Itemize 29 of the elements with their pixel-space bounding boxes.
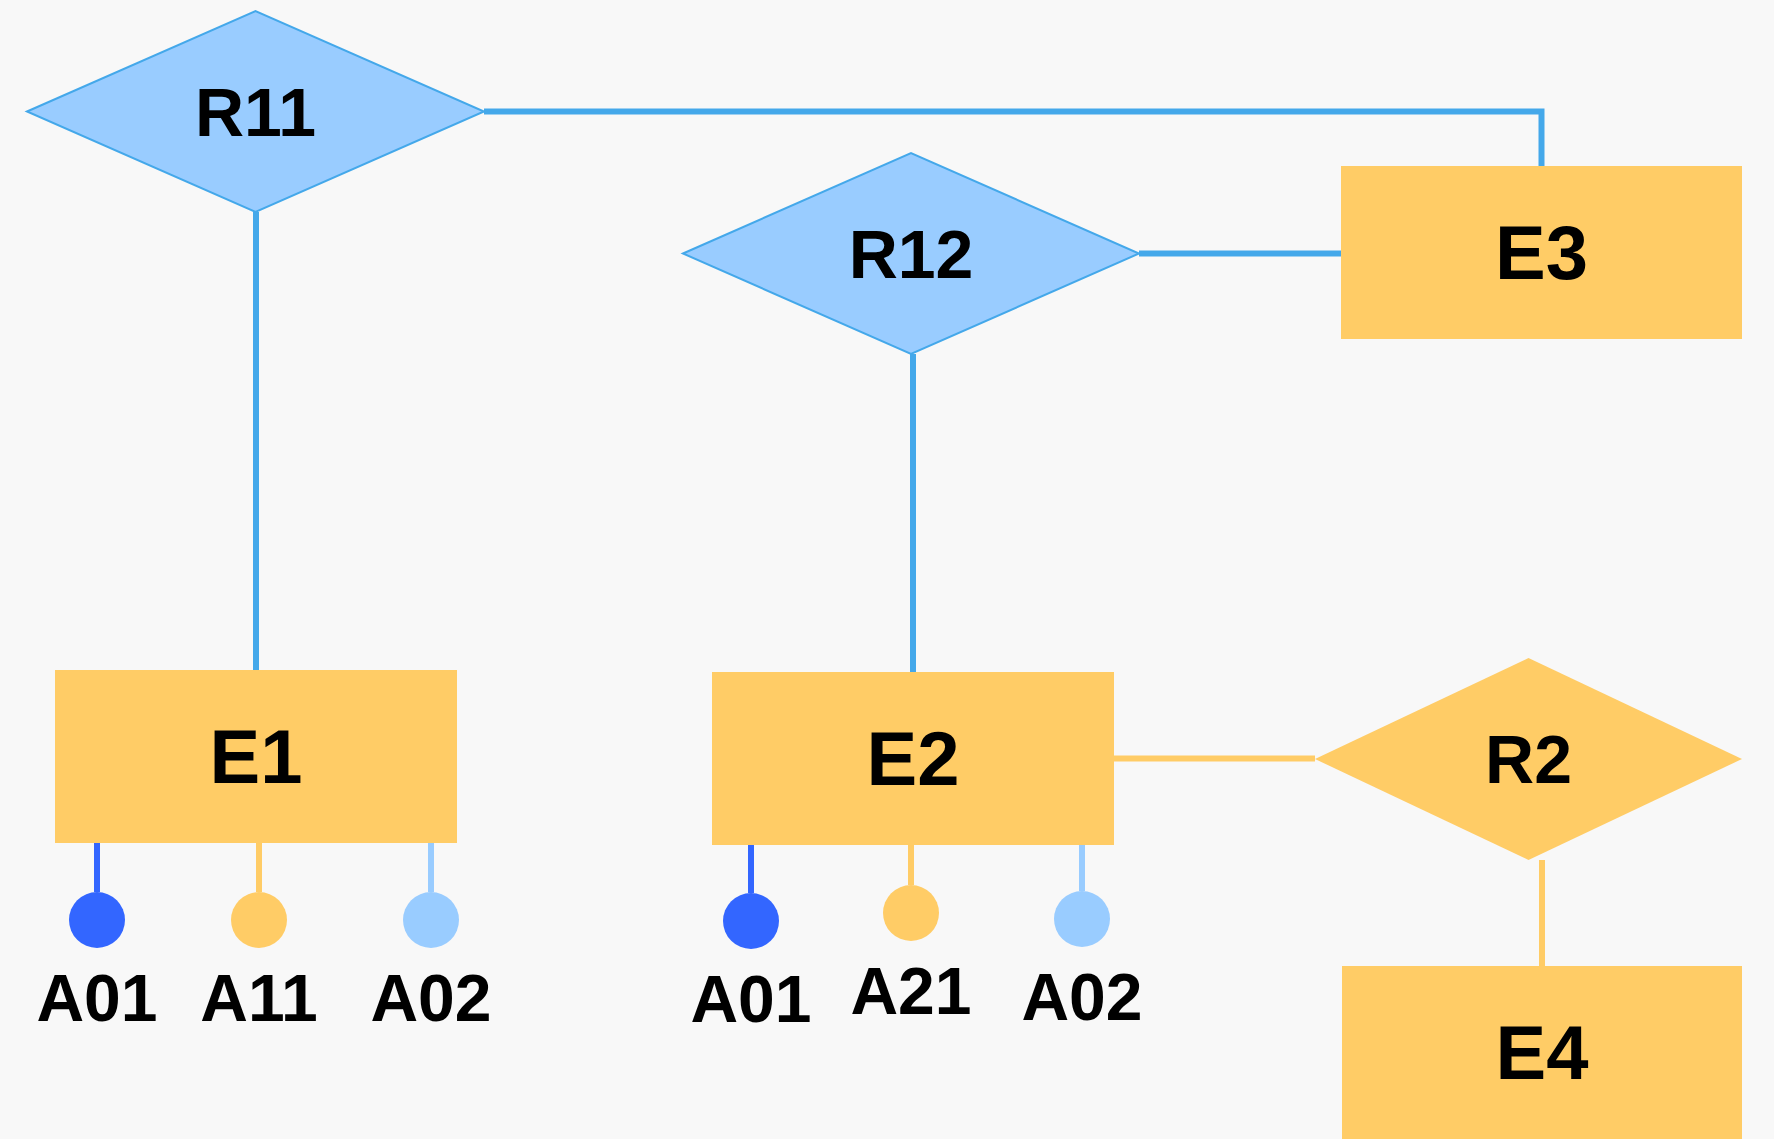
connector-line [1079,845,1085,891]
entity-label: E2 [866,715,960,802]
entity-box [1341,166,1742,339]
attribute-label: A21 [850,953,972,1029]
entity-box [55,670,457,843]
connector-line [1139,250,1341,257]
connector-line [94,843,100,892]
entity-box [1342,966,1742,1139]
connector-line [1539,860,1545,966]
attribute-label: A11 [200,960,318,1036]
connector-line [253,212,259,670]
entity-label: E1 [209,713,303,800]
connector-line [1114,755,1315,762]
attribute-label: A02 [370,960,492,1036]
relationship-label: R2 [1485,720,1572,798]
relationship-label: R12 [848,214,974,293]
relationship-label: R11 [195,72,316,151]
attribute-label: A01 [690,961,812,1037]
attribute-label: A02 [1021,959,1143,1035]
connector-line [428,843,434,892]
entity-box [712,672,1114,845]
connector-line [484,108,1545,166]
connector-line [748,845,754,893]
entity-label: E4 [1495,1009,1589,1096]
connector-line [910,354,916,672]
entity-label: E3 [1495,209,1588,296]
connector-line [908,845,914,885]
connector-line [256,843,262,892]
attribute-label: A01 [36,960,158,1036]
